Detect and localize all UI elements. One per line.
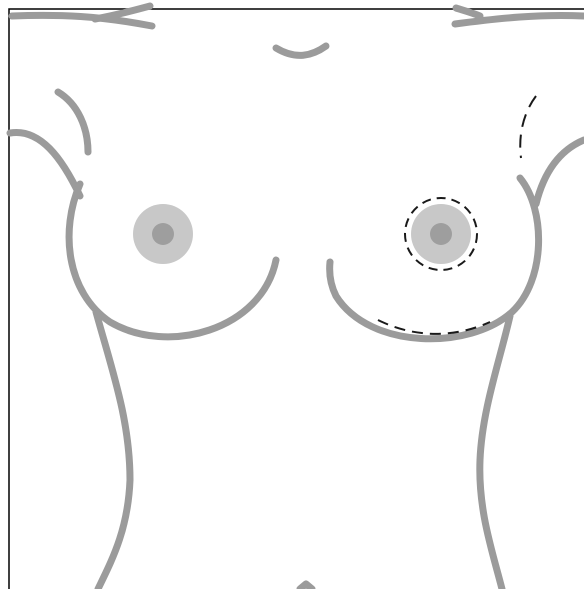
navel	[300, 584, 312, 589]
right-nipple	[152, 223, 174, 245]
left-nipple-areola-complex	[411, 204, 471, 264]
right-nipple-areola-complex	[133, 204, 193, 264]
left-nipple	[430, 223, 452, 245]
